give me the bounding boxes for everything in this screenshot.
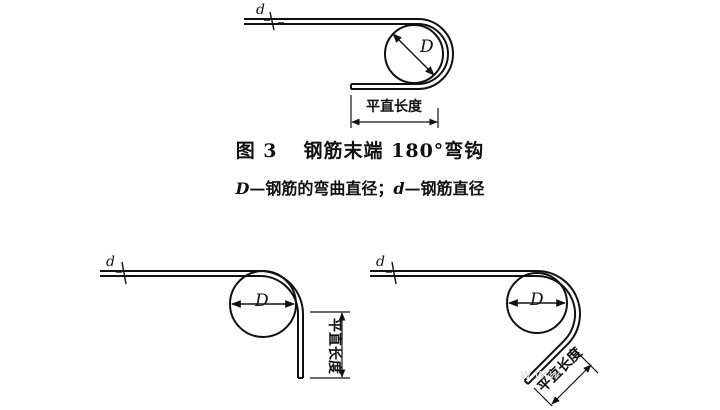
- legend-D-symbol: D: [235, 179, 250, 198]
- figure-title: 钢筋末端 180°弯钩: [303, 140, 485, 162]
- hook-90-bar-outer: [100, 270, 304, 378]
- hook-90-diagram: [100, 261, 350, 379]
- hook-135-D-label: D: [529, 290, 544, 310]
- figure-caption: 图 3 钢筋末端 180°弯钩: [0, 136, 720, 163]
- hook-135-diagram: [370, 261, 599, 410]
- hook-180-bar-outer: [244, 18, 454, 90]
- hook-90-D-label: D: [254, 291, 269, 311]
- hook-135-bar-end: [523, 379, 529, 385]
- hook-180-d-label: d: [256, 2, 265, 18]
- hook-135-bar-inner: [370, 274, 577, 382]
- hook-180-mandrel: [384, 24, 444, 84]
- figure-number: 图 3: [235, 140, 278, 162]
- hook-180-diagram: [244, 11, 454, 128]
- legend-d-text: —钢筋直径: [404, 179, 485, 198]
- hook-90-mandrel: [229, 270, 297, 338]
- legend-D-text: —钢筋的弯曲直径；: [249, 179, 394, 198]
- hook-135-mandrel: [506, 272, 568, 334]
- hook-90-d-label: d: [106, 254, 115, 270]
- hook-135-length-dim: [551, 364, 592, 405]
- legend-d-symbol: d: [393, 179, 405, 198]
- hook-135-d-label: d: [376, 254, 385, 270]
- hook-135-ext-top: [572, 347, 599, 374]
- hook-90-straight-length-label: 平直长度: [326, 318, 343, 375]
- hook-90-bar-inner: [100, 275, 299, 378]
- figure-legend: D—钢筋的弯曲直径；d—钢筋直径: [0, 175, 720, 199]
- hook-180-D-label: D: [419, 37, 434, 57]
- hook-135-bar-outer: [370, 270, 581, 385]
- hook-180-d-tick: [269, 11, 275, 31]
- hook-90-d-tick: [121, 261, 127, 285]
- hook-180-diameter-line: [392, 33, 435, 76]
- hook-180-bar-inner: [244, 23, 449, 85]
- hook-180-straight-length-label: 平直长度: [366, 98, 423, 115]
- watermark: www: [520, 367, 564, 383]
- hook-135-d-tick: [391, 261, 397, 285]
